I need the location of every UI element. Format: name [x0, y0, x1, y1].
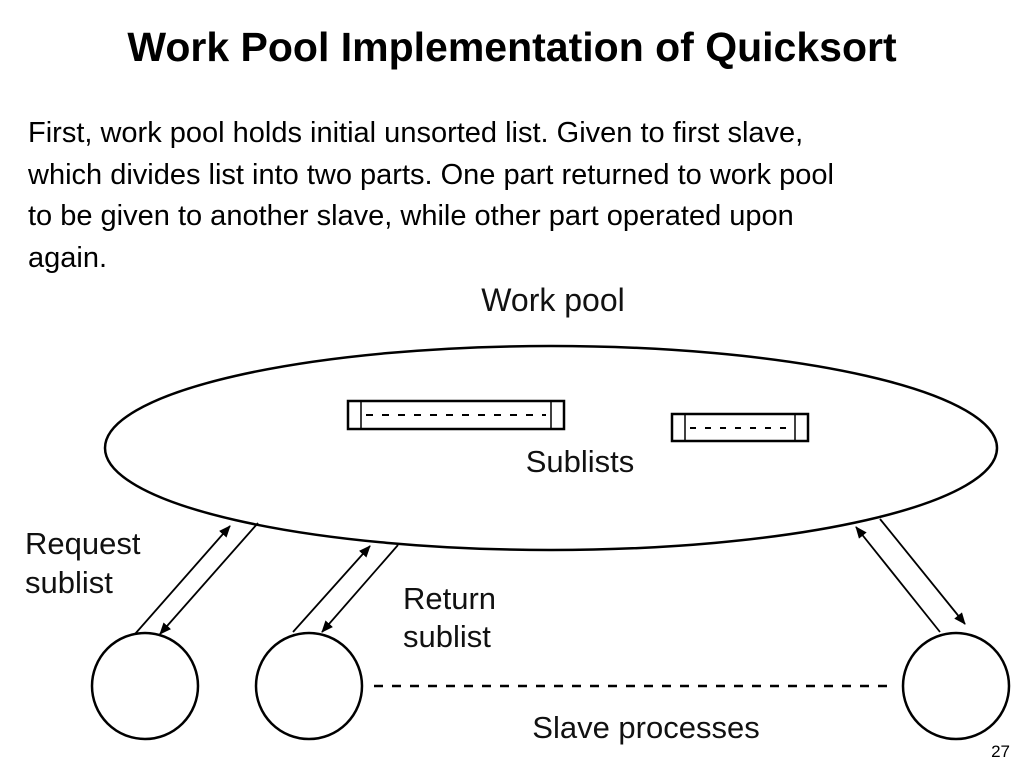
return-arrow-slave-3: [879, 518, 966, 625]
slide-title: Work Pool Implementation of Quicksort: [127, 24, 897, 70]
slave-process-2: [254, 631, 364, 741]
work-pool-label: Work pool: [481, 282, 624, 318]
slave-process-3: [901, 631, 1011, 741]
request-sublist-label-line-2: sublist: [25, 565, 113, 600]
return-sublist-label-line-1: Return: [403, 581, 496, 616]
request-sublist-label-line-1: Request: [25, 526, 141, 561]
request-arrow-slave-2: [321, 544, 399, 633]
request-arrow-slave-3: [855, 526, 941, 633]
body-line-3: to be given to another slave, while othe…: [28, 200, 794, 232]
body-line-2: which divides list into two parts. One p…: [28, 158, 834, 191]
slave-processes-label: Slave processes: [532, 710, 759, 745]
slide-body-text: First, work pool holds initial unsorted …: [28, 113, 1003, 279]
body-line-1: First, work pool holds initial unsorted …: [28, 117, 804, 149]
sublists-label: Sublists: [526, 444, 635, 479]
page-number: 27: [991, 742, 1010, 761]
work-pool-ellipse: [103, 344, 999, 552]
return-arrow-slave-1: [159, 522, 259, 635]
request-arrow-slave-1: [134, 525, 231, 635]
slave-process-1: [90, 631, 200, 741]
sublist-box-2: [670, 412, 810, 443]
return-sublist-label-line-2: sublist: [403, 619, 491, 654]
return-arrow-slave-2: [292, 545, 371, 633]
body-line-4: again.: [28, 241, 108, 274]
sublist-box-1: [346, 399, 566, 431]
